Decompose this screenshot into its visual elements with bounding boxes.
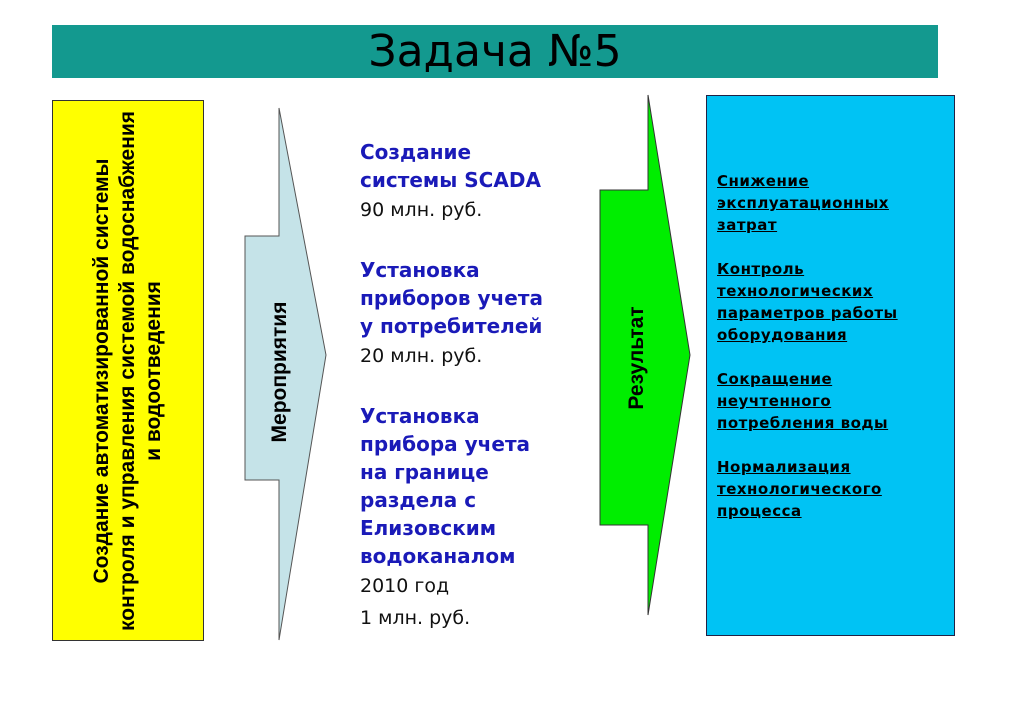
result-item: Нормализация технологического процесса bbox=[717, 458, 882, 520]
result-arrow bbox=[599, 94, 691, 616]
slide-title: Задача №5 bbox=[368, 26, 622, 77]
measure-item: Установка прибора учета на границе разде… bbox=[360, 402, 600, 634]
measures-arrow bbox=[244, 107, 327, 641]
measure-title: Создание системы SCADA bbox=[360, 140, 541, 192]
measures-arrow-label: Мероприятия bbox=[268, 301, 291, 443]
result-item: Сокращение неучтенного потребления воды bbox=[717, 370, 889, 432]
measure-item: Установка приборов учета у потребителей … bbox=[360, 256, 600, 372]
measures-list: Создание системы SCADA 90 млн. руб. Уста… bbox=[360, 138, 600, 664]
measure-cost: 2010 год 1 млн. руб. bbox=[360, 575, 471, 629]
measure-cost: 20 млн. руб. bbox=[360, 345, 483, 367]
result-item: Контроль технологических параметров рабо… bbox=[717, 260, 898, 344]
results-box: Снижение эксплуатационных затрат Контрол… bbox=[706, 95, 955, 636]
measure-title: Установка приборов учета у потребителей bbox=[360, 258, 543, 338]
result-item: Снижение эксплуатационных затрат bbox=[717, 172, 889, 234]
measure-cost: 90 млн. руб. bbox=[360, 199, 483, 221]
title-bar: Задача №5 bbox=[52, 25, 938, 78]
goal-box: Создание автоматизированной системы конт… bbox=[52, 100, 204, 641]
measure-title: Установка прибора учета на границе разде… bbox=[360, 404, 531, 568]
result-arrow-label: Результат bbox=[625, 306, 648, 410]
measure-item: Создание системы SCADA 90 млн. руб. bbox=[360, 138, 600, 226]
